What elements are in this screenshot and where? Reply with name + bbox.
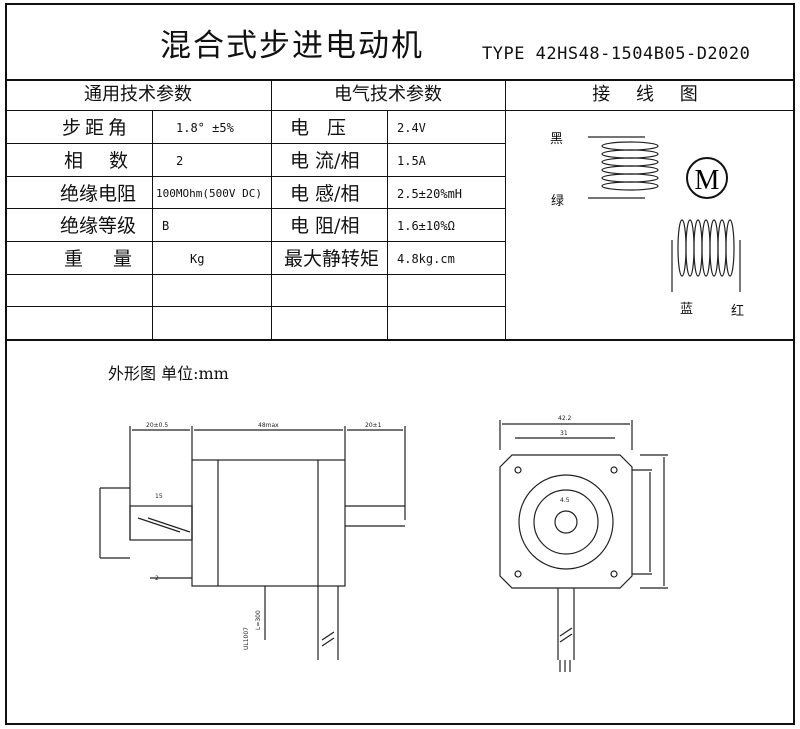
header-general: 通用技术参数	[84, 84, 192, 105]
coil-ab-icon	[588, 136, 659, 199]
divider	[5, 110, 795, 111]
dim-lead-length: L=300	[255, 610, 262, 630]
divider	[152, 110, 153, 339]
dim-width: 42.2	[558, 415, 572, 422]
param-value-insulation-resistance: 100MOhm(500V DC)	[156, 187, 262, 200]
wire-label-green: 绿	[551, 194, 565, 209]
divider	[5, 306, 505, 307]
dim-d-cut: 4.5	[560, 497, 570, 504]
header-electrical: 电气技术参数	[334, 84, 442, 105]
wire-label-red: 红	[731, 304, 745, 319]
outline-label: 外形图 单位:mm	[108, 364, 229, 383]
wire-label-blue: 蓝	[680, 302, 694, 317]
front-view-drawing	[499, 420, 668, 672]
header-wiring: 接 线 图	[592, 84, 708, 105]
dim-body-length: 48max	[258, 422, 279, 429]
param-label-insulation-class: 绝缘等级	[60, 215, 137, 237]
param-label-current: 电 流/相	[290, 150, 360, 172]
param-value-insulation-class: B	[162, 219, 170, 233]
dim-flat-length: 15	[155, 493, 163, 500]
wire-label-black: 黑	[550, 132, 564, 147]
divider	[5, 176, 505, 177]
param-value-weight: Kg	[190, 252, 205, 266]
param-value-inductance: 2.5±20%mH	[397, 187, 463, 201]
param-label-step-angle: 步距角	[62, 117, 132, 139]
param-label-phases: 相 数	[64, 150, 139, 172]
param-value-resistance: 1.6±10%Ω	[397, 219, 455, 233]
divider	[505, 81, 506, 339]
side-view-drawing	[99, 426, 406, 660]
param-label-resistance: 电 阻/相	[290, 215, 360, 237]
divider	[271, 81, 272, 339]
divider	[5, 241, 505, 242]
divider	[5, 339, 795, 341]
divider	[5, 274, 505, 275]
param-label-voltage: 电 压	[290, 117, 353, 139]
dim-rear-length: 20±1	[365, 422, 382, 429]
param-label-holding-torque: 最大静转矩	[284, 248, 380, 270]
param-value-voltage: 2.4V	[397, 121, 426, 135]
spec-sheet	[5, 3, 795, 725]
param-label-weight: 重 量	[64, 248, 145, 270]
divider	[5, 208, 505, 209]
divider	[5, 143, 505, 144]
param-label-inductance: 电 感/相	[290, 183, 360, 205]
param-value-holding-torque: 4.8kg.cm	[397, 252, 455, 266]
motor-symbol-text: M	[695, 165, 720, 196]
param-value-step-angle: 1.8° ±5%	[176, 121, 234, 135]
motor-symbol-icon: M	[686, 157, 728, 199]
page-title: 混合式步进电动机	[160, 28, 424, 64]
divider	[5, 79, 795, 81]
coil-cd-icon	[671, 219, 741, 292]
model-number: TYPE 42HS48-1504B05-D2020	[482, 44, 751, 64]
dim-shaft-length: 20±0.5	[146, 422, 168, 429]
dim-chamfer: 2	[155, 575, 159, 582]
dim-hole-spacing: 31	[560, 430, 568, 437]
dim-lead-type: UL1007	[243, 627, 250, 650]
param-value-phases: 2	[176, 154, 184, 168]
divider	[387, 110, 388, 339]
param-label-insulation-resistance: 绝缘电阻	[60, 183, 137, 205]
param-value-current: 1.5A	[397, 154, 426, 168]
